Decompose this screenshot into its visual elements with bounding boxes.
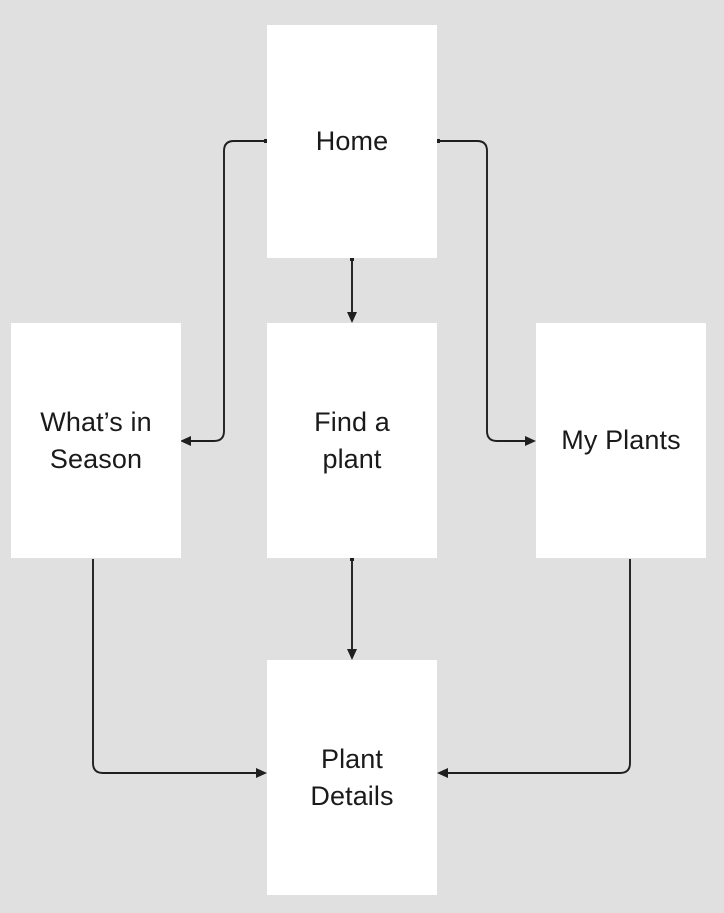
node-home-label: Home — [315, 126, 389, 156]
node-home[interactable]: Home — [267, 25, 437, 258]
node-my-plants[interactable]: My Plants — [536, 323, 706, 558]
node-whats-in-season-label: What’s in Season — [40, 406, 152, 474]
edge-line — [446, 559, 631, 774]
node-whats-in-season[interactable]: What’s in Season — [11, 323, 181, 558]
node-plant-details-label: Plant Details — [310, 743, 394, 811]
node-find-a-plant[interactable]: Find a plant — [267, 323, 437, 558]
edge-find-a-plant-to-plant-details — [347, 557, 357, 660]
edge-home-to-whats-in-season — [180, 139, 268, 446]
edge-whats-in-season-to-plant-details — [92, 559, 267, 778]
node-plant-details[interactable]: Plant Details — [267, 660, 437, 895]
edge-my-plants-to-plant-details — [437, 559, 631, 778]
arrowhead-left — [180, 436, 191, 446]
edge-line — [438, 140, 527, 442]
edge-home-to-find-a-plant — [347, 257, 357, 323]
arrowhead-right — [256, 768, 267, 778]
arrowhead-down — [347, 649, 357, 660]
arrowhead-right — [525, 436, 536, 446]
arrowhead-left — [437, 768, 448, 778]
edge-line — [189, 140, 266, 442]
edge-line — [92, 559, 258, 774]
edge-home-to-my-plants — [436, 139, 536, 446]
arrowhead-down — [347, 312, 357, 323]
node-my-plants-label: My Plants — [561, 425, 681, 455]
node-find-a-plant-label: Find a plant — [314, 406, 390, 474]
